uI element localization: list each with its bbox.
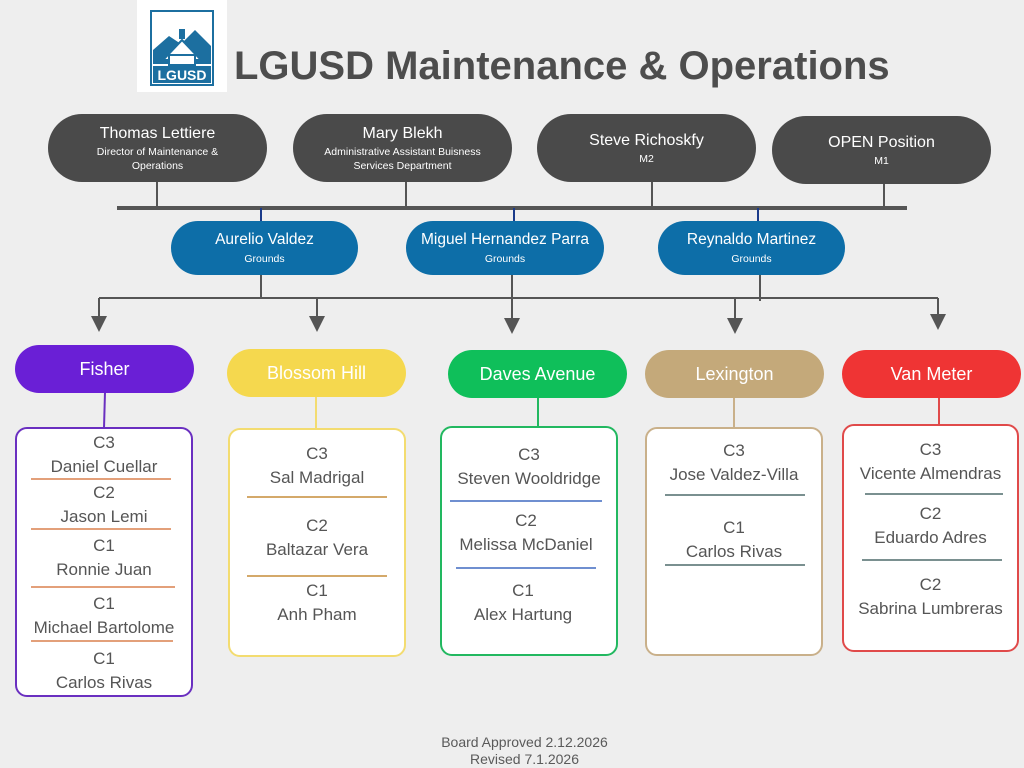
staff-name: Sal Madrigal — [269, 468, 365, 487]
staff-entry: C2 Eduardo Adres — [844, 502, 1017, 550]
staff-entry: C3 Daniel Cuellar — [17, 431, 191, 479]
logo-text: LGUSD — [158, 67, 207, 83]
divider — [865, 493, 1003, 495]
school-header-daves-avenue: Daves Avenue — [448, 350, 627, 398]
staff-name: Sabrina Lumbreras — [858, 599, 1003, 618]
leader-card-director: Thomas Lettiere Director of Maintenance … — [48, 114, 267, 182]
staff-entry: C2 Jason Lemi — [17, 481, 191, 529]
grounds-name: Reynaldo Martinez — [686, 231, 817, 248]
staff-level: C2 — [919, 575, 942, 594]
staff-level: C1 — [93, 536, 115, 555]
staff-level: C3 — [93, 433, 115, 452]
staff-name: Ronnie Juan — [56, 560, 152, 579]
staff-level: C2 — [306, 516, 328, 535]
staff-entry: C3 Sal Madrigal — [230, 442, 404, 490]
leader-name: Thomas Lettiere — [99, 124, 216, 142]
staff-name: Michael Bartolome — [33, 618, 175, 637]
staff-box-daves-avenue: C3 Steven Wooldridge C2 Melissa McDaniel… — [440, 426, 618, 656]
staff-entry: C2 Sabrina Lumbreras — [844, 573, 1017, 621]
staff-level: C1 — [306, 581, 328, 600]
staff-name: Carlos Rivas — [55, 673, 153, 692]
leader-role: Administrative Assistant Buisness Servic… — [324, 145, 481, 172]
lgusd-logo: LGUSD — [137, 0, 227, 92]
footer: Board Approved 2.12.2026 Revised 7.1.202… — [0, 734, 1024, 768]
staff-entry: C1 Ronnie Juan — [17, 534, 191, 582]
staff-name: Jose Valdez-Villa — [669, 465, 799, 484]
staff-level: C3 — [919, 440, 942, 459]
divider — [456, 567, 596, 569]
staff-level: C3 — [723, 441, 745, 460]
staff-entry: C3 Jose Valdez-Villa — [647, 439, 821, 487]
leader-role: Director of Maintenance & Operations — [96, 145, 219, 172]
staff-box-lexington: C3 Jose Valdez-Villa C1 Carlos Rivas — [645, 427, 823, 656]
page-title: LGUSD Maintenance & Operations — [234, 44, 890, 88]
staff-name: Carlos Rivas — [685, 542, 783, 561]
staff-name: Alex Hartung — [473, 605, 573, 624]
staff-level: C1 — [723, 518, 745, 537]
staff-entry: C1 Carlos Rivas — [17, 647, 191, 695]
approval-date: Board Approved 2.12.2026 — [441, 734, 608, 750]
staff-entry: C2 Melissa McDaniel — [436, 509, 616, 557]
staff-box-van-meter: C3 Vicente Almendras C2 Eduardo Adres C2… — [842, 424, 1019, 652]
staff-entry: C1 Alex Hartung — [430, 579, 616, 627]
divider — [31, 640, 173, 642]
staff-entry: C1 Michael Bartolome — [17, 592, 191, 640]
leader-card-admin-assistant: Mary Blekh Administrative Assistant Buis… — [293, 114, 512, 182]
grounds-card-reynaldo-martinez: Reynaldo Martinez Grounds — [658, 221, 845, 275]
leader-name: Steve Richoskfy — [589, 131, 704, 149]
grounds-name: Aurelio Valdez — [215, 231, 314, 248]
staff-level: C1 — [512, 581, 534, 600]
grounds-role: Grounds — [484, 253, 526, 265]
grounds-card-aurelio-valdez: Aurelio Valdez Grounds — [171, 221, 358, 275]
staff-name: Melissa McDaniel — [459, 535, 593, 554]
grounds-card-miguel-hernandez-parra: Miguel Hernandez Parra Grounds — [406, 221, 604, 275]
divider — [665, 494, 805, 496]
staff-name: Vicente Almendras — [859, 464, 1002, 483]
staff-entry: C1 Anh Pham — [230, 579, 404, 627]
leader-role: M1 — [874, 154, 889, 167]
leader-card-m1: OPEN Position M1 — [772, 116, 991, 184]
divider — [31, 586, 175, 588]
grounds-role: Grounds — [731, 253, 772, 265]
staff-level: C1 — [93, 649, 115, 668]
divider — [31, 478, 171, 480]
staff-name: Eduardo Adres — [874, 528, 987, 547]
staff-level: C3 — [306, 444, 328, 463]
staff-level: C2 — [93, 483, 115, 502]
staff-name: Jason Lemi — [60, 507, 148, 526]
staff-name: Anh Pham — [277, 605, 357, 624]
divider — [247, 496, 387, 498]
leader-card-m2: Steve Richoskfy M2 — [537, 114, 756, 182]
grounds-role: Grounds — [244, 253, 285, 265]
staff-level: C2 — [919, 504, 942, 523]
staff-box-blossom-hill: C3 Sal Madrigal C2 Baltazar Vera C1 Anh … — [228, 428, 406, 657]
school-header-van-meter: Van Meter — [842, 350, 1021, 398]
divider — [665, 564, 805, 566]
school-header-lexington: Lexington — [645, 350, 824, 398]
revision-date: Revised 7.1.2026 — [470, 751, 579, 767]
staff-name: Steven Wooldridge — [457, 469, 601, 488]
divider — [862, 559, 1002, 561]
divider — [31, 528, 171, 530]
divider — [247, 575, 387, 577]
leader-name: OPEN Position — [828, 133, 935, 151]
grounds-name: Miguel Hernandez Parra — [420, 231, 589, 248]
staff-entry: C3 Vicente Almendras — [844, 438, 1017, 486]
staff-box-fisher: C3 Daniel Cuellar C2 Jason Lemi C1 Ronni… — [15, 427, 193, 697]
school-header-blossom-hill: Blossom Hill — [227, 349, 406, 397]
staff-level: C3 — [518, 445, 540, 464]
leader-role: M2 — [639, 152, 654, 165]
divider — [450, 500, 602, 502]
school-header-fisher: Fisher — [15, 345, 194, 393]
staff-entry: C3 Steven Wooldridge — [442, 443, 616, 491]
staff-name: Baltazar Vera — [265, 540, 369, 559]
leader-name: Mary Blekh — [362, 124, 443, 142]
staff-level: C1 — [93, 594, 115, 613]
staff-entry: C1 Carlos Rivas — [647, 516, 821, 564]
staff-entry: C2 Baltazar Vera — [230, 514, 404, 562]
staff-name: Daniel Cuellar — [50, 457, 158, 476]
staff-level: C2 — [515, 511, 537, 530]
